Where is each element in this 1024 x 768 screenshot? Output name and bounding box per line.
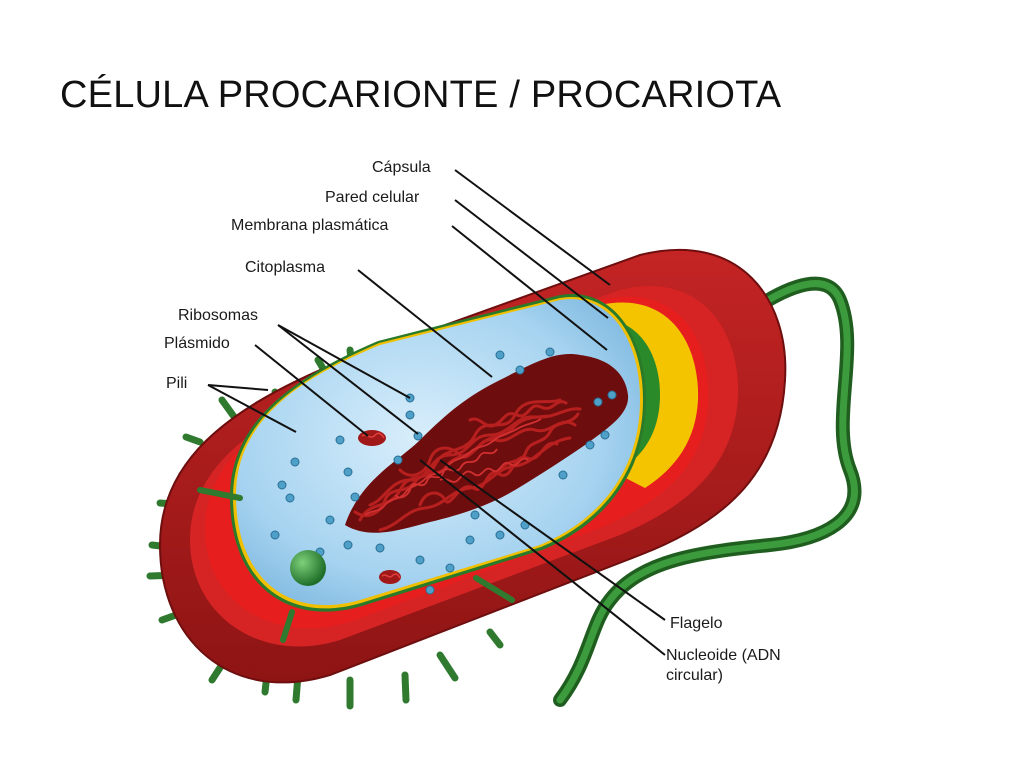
storage-granule: [290, 550, 326, 586]
leader-lines: [207, 169, 666, 656]
nucleoid: [345, 354, 629, 533]
label-ribosomas: Ribosomas: [178, 307, 258, 324]
label-pili: Pili: [166, 375, 187, 392]
label-flagelo: Flagelo: [670, 615, 723, 632]
label-nucleoide-line2: circular): [666, 667, 723, 684]
label-membrana-plasmatica: Membrana plasmática: [231, 217, 389, 234]
label-pared-celular: Pared celular: [325, 189, 420, 206]
label-plasmido: Plásmido: [164, 335, 230, 352]
label-capsula: Cápsula: [372, 159, 431, 176]
slide-title: CÉLULA PROCARIONTE / PROCARIOTA: [60, 74, 782, 116]
label-citoplasma: Citoplasma: [245, 259, 325, 276]
label-nucleoide-line1: Nucleoide (ADN: [666, 647, 781, 664]
